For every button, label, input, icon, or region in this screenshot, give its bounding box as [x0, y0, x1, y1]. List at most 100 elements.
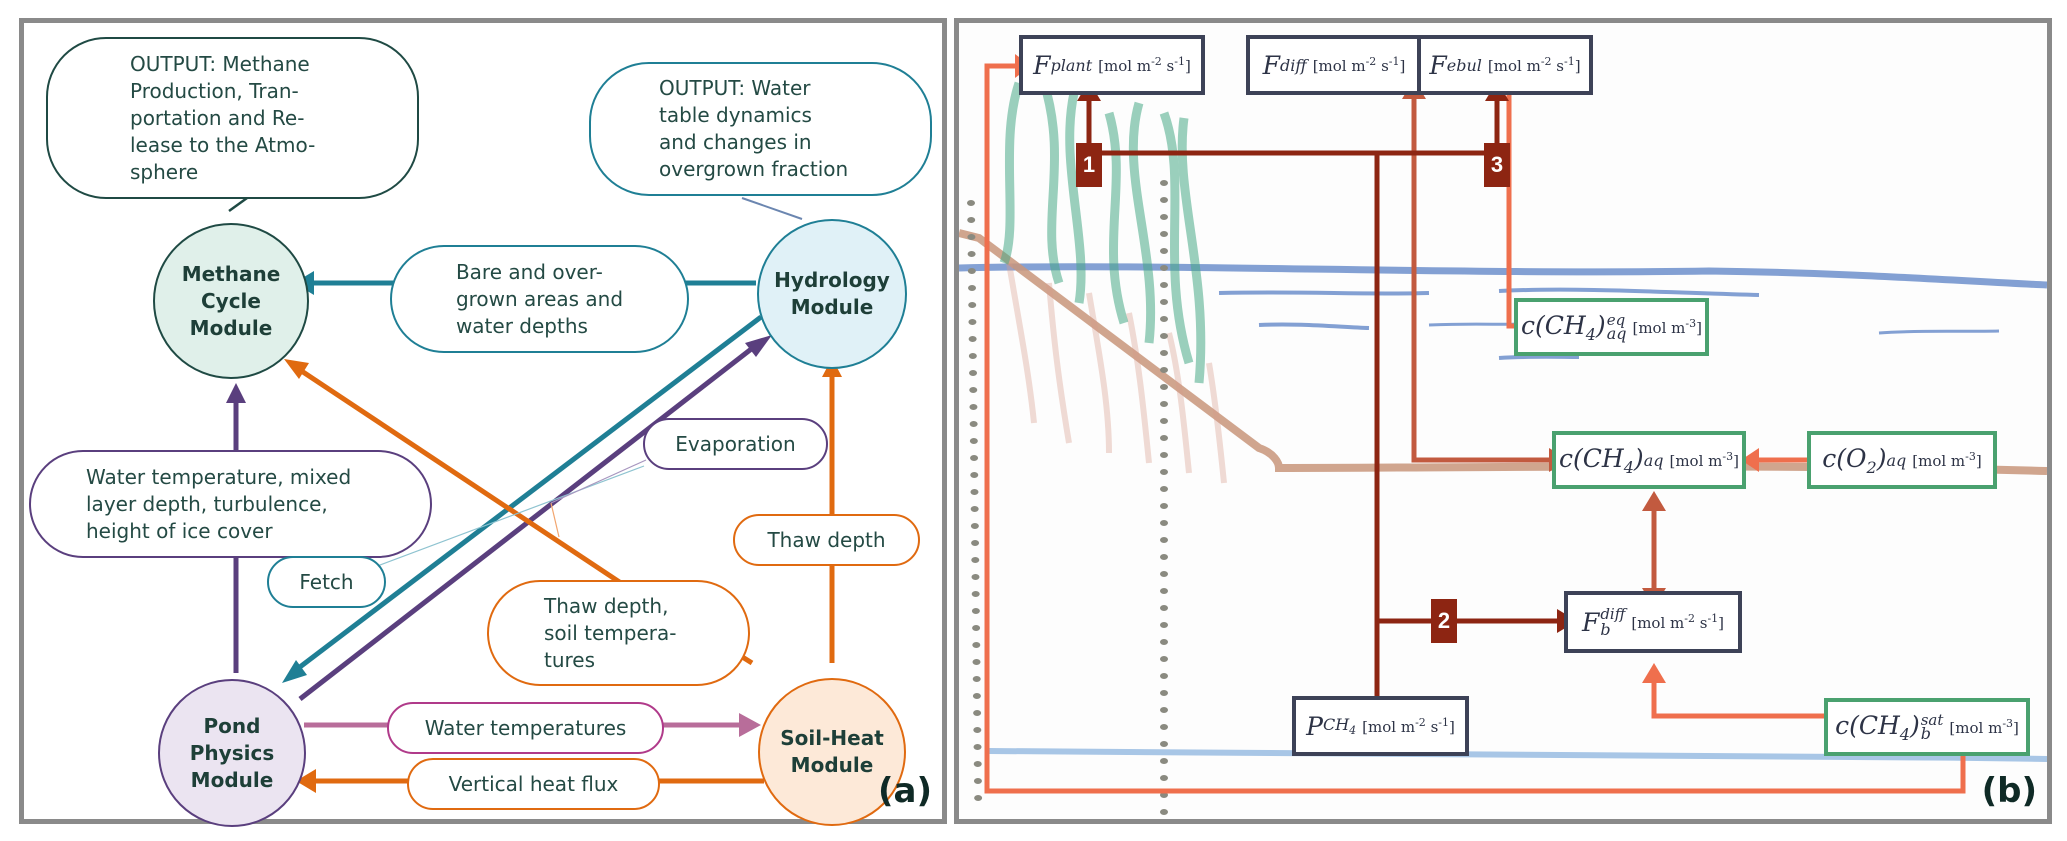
- panel-b-tag: (b): [1981, 771, 2037, 811]
- module-pond-physics[interactable]: Pond Physics Module: [158, 679, 306, 827]
- boundary-dot: [1160, 265, 1168, 271]
- boundary-dot: [1160, 231, 1168, 237]
- boundary-dot: [970, 455, 979, 461]
- flux-unit: [mol m-2 s-1]: [1631, 612, 1725, 632]
- conc-unit: [mol m-3]: [1632, 317, 1702, 337]
- boundary-dot: [1160, 333, 1168, 339]
- box-c-o2-aq[interactable]: c(O2)aq [mol m-3]: [1807, 431, 1997, 489]
- arrowhead: [296, 769, 316, 793]
- boundary-dot: [1160, 571, 1168, 577]
- boundary-dot: [973, 727, 982, 733]
- boundary-dot: [1160, 639, 1168, 645]
- arrowhead: [282, 660, 307, 683]
- boundary-dot: [968, 302, 977, 308]
- water-surface: [959, 263, 2047, 360]
- boundary-dot: [968, 336, 977, 342]
- arrow-csat-to-fbdiff: [1651, 680, 1824, 719]
- boundary-dot: [1160, 605, 1168, 611]
- boundary-dot: [968, 285, 977, 291]
- boundary-dot: [972, 676, 981, 682]
- flux-unit: [mol m-2 s-1]: [1312, 55, 1406, 75]
- arrow-ceq-to-fdiff: [1469, 63, 1514, 329]
- boundary-dot: [971, 540, 980, 546]
- plant-roots: [1006, 262, 1227, 484]
- boundary-dot: [970, 472, 979, 478]
- boundary-dot: [1160, 622, 1168, 628]
- boundary-dot: [967, 251, 976, 257]
- boundary-dot: [969, 370, 978, 376]
- boundary-dot: [1160, 197, 1168, 203]
- boundary-dot: [1160, 418, 1168, 424]
- boundary-dot: [1160, 282, 1168, 288]
- boundary-dot: [1160, 435, 1168, 441]
- connector-output-water: [741, 197, 803, 220]
- conc-unit: [mol m-3]: [1669, 450, 1739, 470]
- arrow-hydrology-to-pond: [290, 315, 763, 675]
- boundary-dot: [967, 234, 976, 240]
- module-hydrology[interactable]: Hydrology Module: [757, 219, 907, 369]
- boundary-dot: [1160, 809, 1168, 815]
- conc-unit: [mol m-3]: [1949, 717, 2019, 737]
- boundary-dot: [973, 778, 982, 784]
- boundary-dot: [970, 506, 979, 512]
- boundary-dot: [1160, 350, 1168, 356]
- boundary-dot: [1160, 180, 1168, 186]
- dotted-boundaries: [967, 180, 1168, 815]
- boundary-dot: [1160, 554, 1168, 560]
- boundary-dot: [1160, 367, 1168, 373]
- boundary-dot: [1160, 469, 1168, 475]
- label-output-water: OUTPUT: Water table dynamics and changes…: [589, 62, 932, 196]
- panel-b-scene: [959, 54, 2047, 815]
- boundary-dot: [1160, 401, 1168, 407]
- boundary-dot: [967, 268, 976, 274]
- boundary-dot: [1160, 214, 1168, 220]
- box-c-ch4-aq[interactable]: c(CH4)aq [mol m-3]: [1552, 431, 1746, 489]
- boundary-dot: [974, 795, 983, 801]
- boundary-dot: [1160, 452, 1168, 458]
- boundary-dot: [969, 438, 978, 444]
- boundary-dot: [972, 659, 981, 665]
- boundary-dot: [1160, 316, 1168, 322]
- boundary-dot: [969, 404, 978, 410]
- connector-thaw-soil: [550, 502, 560, 538]
- boundary-dot: [973, 710, 982, 716]
- flux-unit: [mol m-2 s-1]: [1487, 55, 1581, 75]
- boundary-dot: [969, 421, 978, 427]
- boundary-dot: [971, 574, 980, 580]
- pathway-badge-1: 1: [1076, 143, 1102, 187]
- label-thaw-soil: Thaw depth, soil tempera- tures: [487, 580, 750, 686]
- module-methane-cycle[interactable]: Methane Cycle Module: [153, 223, 309, 379]
- boundary-dot: [972, 625, 981, 631]
- boundary-dot: [1160, 656, 1168, 662]
- arrow-ch4-to-fdiff: [1411, 96, 1557, 463]
- arrowhead: [1741, 448, 1759, 472]
- boundary-dot: [1160, 384, 1168, 390]
- label-evaporation: Evaporation: [643, 418, 828, 470]
- arrow-csat-to-fplant: [984, 63, 1966, 794]
- arrowhead: [226, 383, 246, 403]
- pathway-badge-3: 3: [1484, 143, 1510, 187]
- boundary-dot: [968, 353, 977, 359]
- pathway-badge-2: 2: [1431, 599, 1457, 643]
- boundary-dot: [967, 200, 975, 206]
- plant-stems: [999, 81, 1206, 384]
- boundary-dot: [971, 608, 980, 614]
- flux-unit: [mol m-2 s-1]: [1098, 55, 1191, 75]
- boundary-dot: [1160, 673, 1168, 679]
- label-water-temps: Water temperatures: [387, 702, 664, 754]
- boundary-dot: [1160, 690, 1168, 696]
- arrowhead: [1642, 491, 1666, 511]
- module-soil-heat[interactable]: Soil-Heat Module: [758, 678, 906, 826]
- boundary-dot: [970, 489, 979, 495]
- label-fetch: Fetch: [267, 556, 386, 608]
- boundary-dot: [969, 387, 978, 393]
- boundary-dot: [1160, 758, 1168, 764]
